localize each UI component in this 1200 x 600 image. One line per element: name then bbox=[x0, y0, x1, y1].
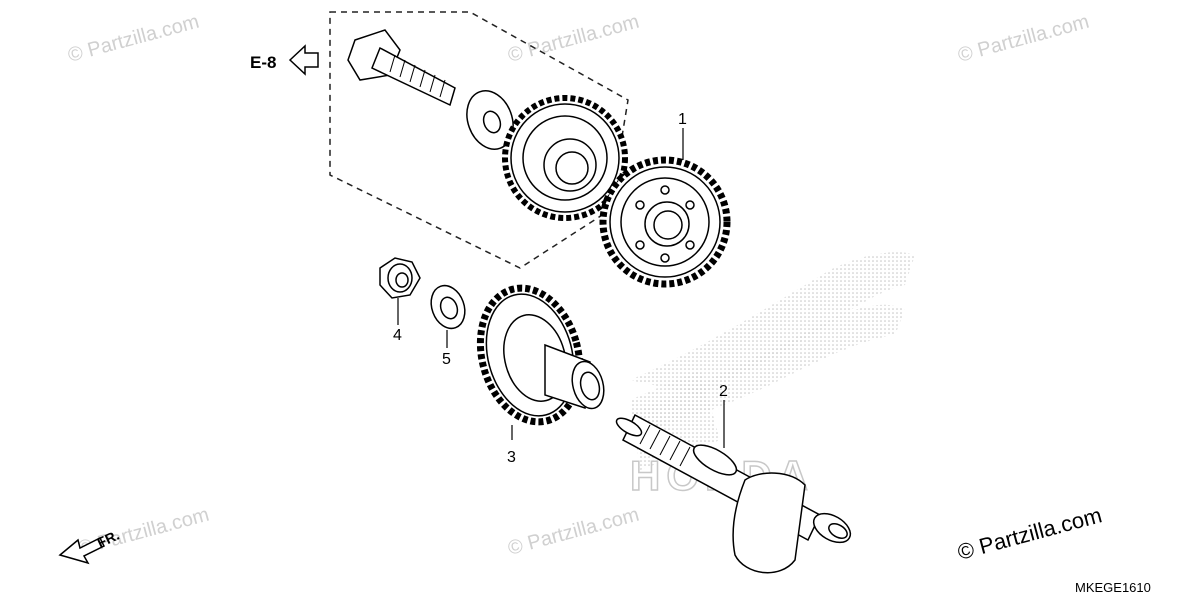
callout-3: 3 bbox=[507, 449, 516, 466]
front-arrow: FR. bbox=[58, 527, 122, 565]
ref-label: E-8 bbox=[250, 53, 276, 72]
callout-4: 4 bbox=[393, 327, 402, 344]
watermark: © Partzilla.com bbox=[76, 504, 212, 560]
balancer-shaft-part-2 bbox=[615, 413, 852, 574]
watermark: © Partzilla.com bbox=[66, 11, 202, 67]
callout-5: 5 bbox=[442, 351, 451, 368]
watermark: © Partzilla.com bbox=[506, 504, 642, 560]
front-arrow-icon bbox=[58, 536, 106, 565]
callout-2: 2 bbox=[719, 383, 728, 400]
part-code: MKEGE1610 bbox=[1075, 580, 1151, 595]
gear-part-1 bbox=[599, 156, 731, 288]
watermarks: © Partzilla.com © Partzilla.com © Partzi… bbox=[66, 11, 1092, 560]
ref-arrow-icon bbox=[288, 44, 319, 76]
bolt-part bbox=[347, 29, 456, 107]
nut-part-4 bbox=[379, 257, 421, 299]
callout-1: 1 bbox=[678, 111, 687, 128]
washer-part-5 bbox=[430, 284, 466, 330]
copyright-text: © Partzilla.com bbox=[955, 502, 1105, 565]
leader-lines bbox=[397, 128, 725, 448]
watermark: © Partzilla.com bbox=[956, 11, 1092, 67]
driven-gear-part bbox=[502, 95, 628, 221]
watermark: © Partzilla.com bbox=[506, 11, 642, 67]
washer-part bbox=[466, 90, 514, 150]
gear-part-3 bbox=[476, 284, 605, 426]
